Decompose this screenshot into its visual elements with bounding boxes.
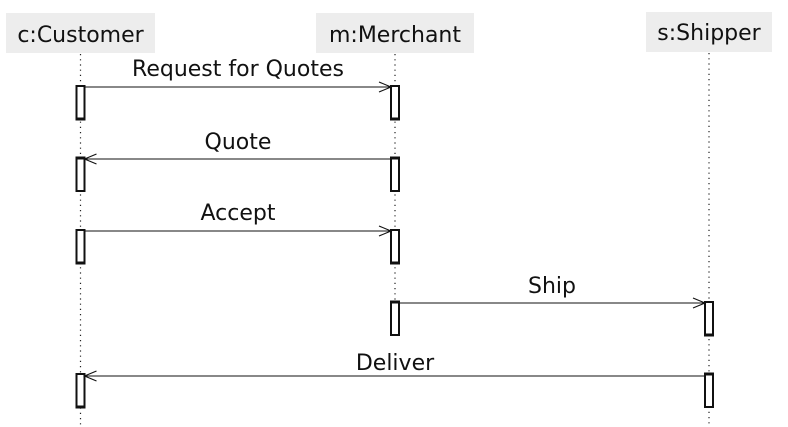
activation-shipper-1: [704, 301, 714, 337]
message-label: Request for Quotes: [132, 57, 344, 82]
message-deliver: Deliver: [83, 351, 705, 382]
message-label: Accept: [201, 201, 276, 226]
activation-customer-1: [75, 85, 86, 121]
actor-merchant-label: m:Merchant: [329, 23, 461, 48]
message-request-for-quotes: Request for Quotes: [84, 57, 393, 93]
actor-merchant: m:Merchant: [316, 13, 474, 53]
activation-merchant-4: [390, 300, 400, 336]
message-label: Quote: [205, 130, 272, 155]
activation-customer-4: [75, 373, 86, 409]
activation-customer-3: [75, 229, 86, 265]
actor-customer: c:Customer: [6, 13, 155, 53]
activation-merchant-1: [390, 85, 400, 121]
actor-shipper-label: s:Shipper: [657, 21, 761, 46]
message-quote: Quote: [83, 130, 391, 165]
message-label: Deliver: [356, 351, 435, 376]
message-ship: Ship: [399, 274, 707, 309]
activation-merchant-2: [390, 156, 400, 192]
activation-shipper-2: [704, 372, 714, 408]
activation-merchant-3: [390, 229, 400, 265]
activation-customer-2: [75, 156, 86, 192]
actor-customer-label: c:Customer: [17, 23, 144, 48]
message-accept: Accept: [84, 201, 393, 237]
message-label: Ship: [528, 274, 576, 299]
actor-shipper: s:Shipper: [646, 12, 772, 52]
